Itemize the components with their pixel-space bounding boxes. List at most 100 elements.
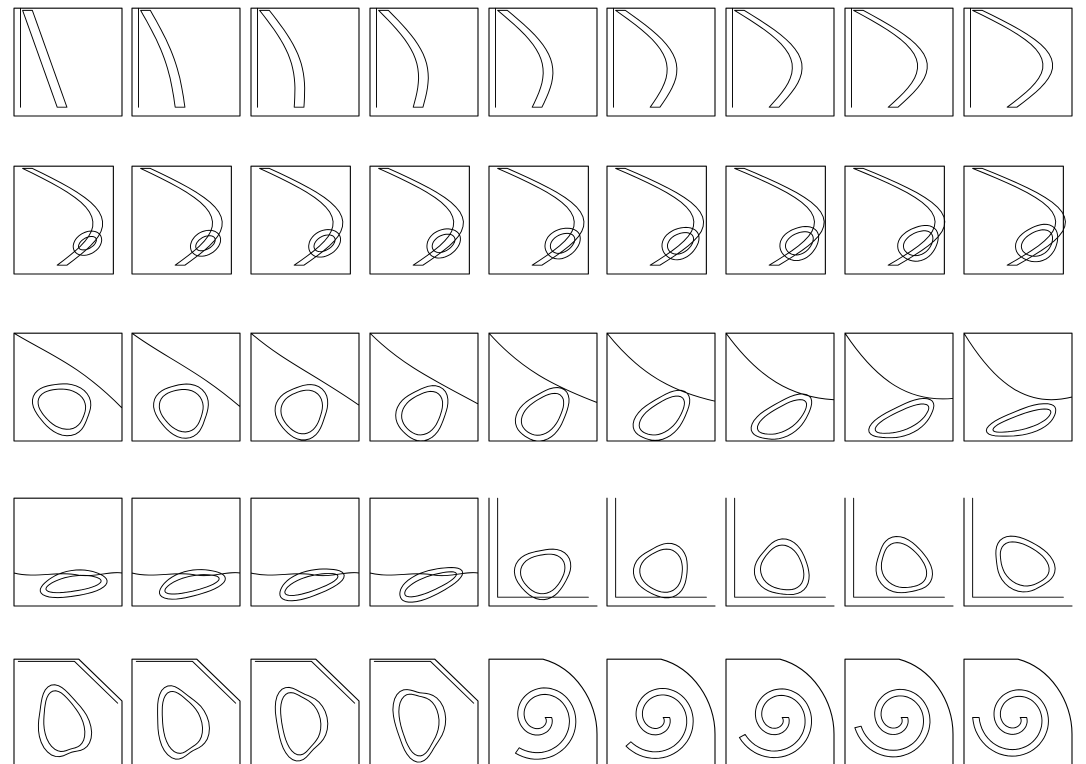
frame-r2-c5 — [489, 166, 588, 274]
shape-contour — [32, 384, 90, 436]
shape-contour — [498, 168, 584, 265]
frame-outline — [132, 333, 240, 441]
frame-r5-c5 — [489, 659, 597, 764]
shape-contour — [514, 549, 570, 599]
frame-r4-c7 — [726, 498, 834, 606]
frame-outline — [370, 166, 469, 274]
shape-contour — [154, 384, 209, 438]
frame-outline — [607, 333, 715, 441]
frame-r4-c9 — [964, 498, 1072, 606]
shape-contour — [780, 226, 819, 260]
shape-contour — [400, 568, 463, 603]
frame-r4-c3 — [251, 498, 359, 606]
shape-contour — [14, 333, 122, 408]
shape-contour — [633, 390, 690, 440]
frame-outline — [251, 166, 350, 274]
frame-outline — [251, 333, 359, 441]
frame-outline — [964, 333, 1072, 441]
frame-outline — [726, 8, 834, 116]
frame-outline — [607, 498, 715, 606]
frame-r3-c7 — [726, 333, 834, 441]
shape-contour — [973, 498, 1064, 597]
frame-r2-c8 — [845, 166, 945, 274]
frame-r1-c8 — [845, 8, 953, 116]
shape-contour — [854, 498, 945, 597]
shape-contour — [275, 687, 327, 761]
shape-contour — [379, 168, 464, 265]
shape-contour — [141, 10, 185, 107]
frame-r1-c9 — [964, 8, 1072, 116]
shape-contour — [751, 394, 811, 439]
frame-r1-c2 — [132, 8, 240, 116]
frame-outline — [726, 498, 834, 606]
frame-outline — [845, 8, 953, 116]
shape-contour — [38, 685, 91, 757]
shape-contour — [73, 231, 102, 255]
frame-outline — [132, 659, 240, 764]
frame-r1-c6 — [607, 8, 715, 116]
shape-contour — [964, 333, 1072, 400]
frame-r4-c6 — [607, 498, 715, 606]
shape-contour — [260, 168, 343, 265]
shape-contour — [23, 168, 103, 265]
frame-r3-c8 — [845, 333, 953, 441]
frame-outline — [251, 659, 359, 764]
frame-r4-c8 — [845, 498, 953, 606]
frame-outline — [251, 8, 359, 116]
frame-outline — [14, 8, 122, 116]
shape-contour — [739, 689, 811, 758]
shape-contour — [515, 688, 575, 759]
shape-contour — [973, 690, 1049, 756]
shape-contour — [845, 333, 953, 399]
shape-contour — [735, 498, 826, 597]
frame-outline — [845, 333, 953, 441]
shape-contour — [379, 10, 429, 107]
frame-r2-c2 — [132, 166, 231, 274]
frame-outline — [370, 498, 478, 606]
shape-contour — [735, 10, 802, 107]
shape-contour — [370, 333, 478, 404]
frame-r2-c6 — [607, 166, 706, 274]
shape-contour — [251, 333, 359, 405]
shape-contour — [396, 386, 448, 441]
frame-outline — [489, 498, 597, 606]
shape-contour — [607, 333, 715, 401]
frame-outline — [845, 166, 944, 274]
frame-outline — [845, 498, 953, 606]
frame-outline — [370, 659, 478, 764]
shape-contour — [427, 229, 460, 258]
frame-outline — [14, 333, 122, 441]
frame-outline — [726, 333, 834, 441]
frame-r2-c9 — [964, 166, 1065, 274]
frame-r2-c7 — [726, 166, 825, 274]
frame-r3-c3 — [251, 333, 359, 441]
frame-r3-c1 — [14, 333, 122, 441]
shape-contour — [14, 573, 122, 576]
shape-contour — [616, 10, 677, 107]
shape-contour — [996, 536, 1055, 592]
frame-r1-c3 — [251, 8, 359, 116]
shape-contour — [876, 536, 932, 592]
shape-contour — [616, 168, 704, 265]
shape-contour — [626, 688, 693, 758]
shape-contour — [869, 398, 934, 437]
frame-r3-c2 — [132, 333, 240, 441]
frame-outline — [726, 659, 834, 764]
shape-contour — [260, 10, 305, 107]
frame-outline — [607, 8, 715, 116]
frame-outline — [132, 166, 231, 274]
frame-r3-c6 — [607, 333, 715, 441]
frame-r2-c1 — [14, 166, 113, 274]
shape-contour — [973, 10, 1053, 107]
shape-contour — [973, 168, 1066, 265]
shape-contour — [158, 686, 210, 759]
frame-outline — [370, 8, 478, 116]
frame-r5-c7 — [726, 659, 834, 764]
frame-outline — [607, 659, 715, 764]
frame-outline — [251, 498, 359, 606]
shape-contour — [190, 230, 220, 256]
shape-contour — [309, 230, 341, 258]
frame-outline — [964, 498, 1072, 606]
shape-contour — [726, 333, 834, 400]
shape-contour — [498, 10, 553, 107]
